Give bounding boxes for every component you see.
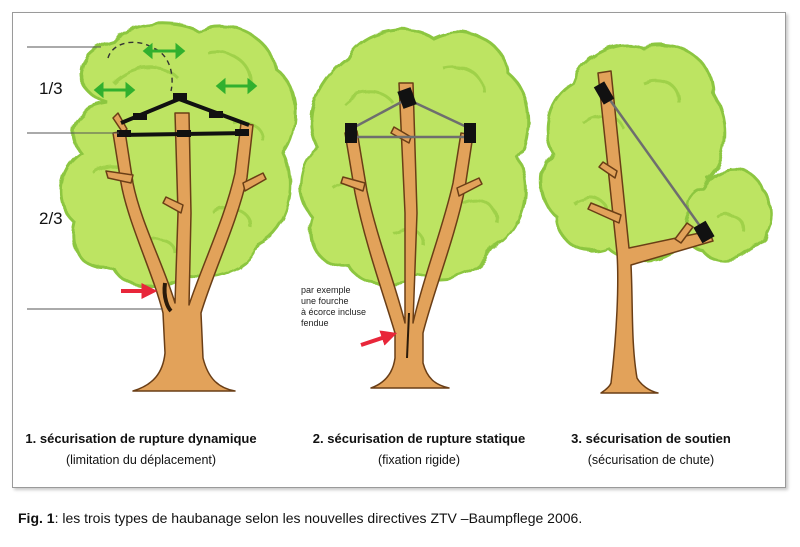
note-line: à écorce incluse bbox=[301, 307, 367, 317]
panel-3-title: 3. sécurisation de soutien bbox=[571, 431, 731, 446]
zone-label-upper: 1/3 bbox=[39, 79, 63, 98]
panel-3-subtitle: (sécurisation de chute) bbox=[587, 453, 715, 467]
movement-arrows bbox=[93, 42, 258, 99]
tree-3 bbox=[540, 43, 773, 394]
tree-2-cables bbox=[350, 97, 472, 139]
zone-label-lower: 2/3 bbox=[39, 209, 63, 228]
note-line: fendue bbox=[301, 318, 329, 328]
panel-1-title: 1. sécurisation de rupture dynamique bbox=[25, 431, 257, 446]
tree-2-trunk bbox=[340, 82, 483, 389]
tree-1 bbox=[27, 22, 297, 392]
panel-2-title: 2. sécurisation de rupture statique bbox=[312, 431, 526, 446]
tree-2-red-arrow bbox=[360, 330, 398, 347]
figure-frame: 1/3 2/3 par exemple une fourche à écorce… bbox=[12, 12, 786, 488]
figure-caption-label: Fig. 1 bbox=[18, 510, 55, 526]
tree-3-trunk bbox=[587, 70, 714, 394]
tree-3-cables bbox=[603, 92, 707, 234]
note-line: une fourche bbox=[301, 296, 349, 306]
bark-inclusion-note: par exemple une fourche à écorce incluse… bbox=[301, 285, 366, 329]
tree-3-canopy bbox=[540, 43, 773, 263]
figure-caption: Fig. 1: les trois types de haubanage sel… bbox=[18, 510, 582, 526]
zone-lines bbox=[27, 46, 163, 310]
figure-caption-text: : les trois types de haubanage selon les… bbox=[54, 510, 583, 526]
panel-2-subtitle: (fixation rigide) bbox=[378, 453, 460, 467]
tree-2 bbox=[299, 28, 530, 389]
note-line: par exemple bbox=[301, 285, 351, 295]
illustration bbox=[27, 22, 773, 394]
panel-1-subtitle: (limitation du déplacement) bbox=[65, 453, 217, 467]
